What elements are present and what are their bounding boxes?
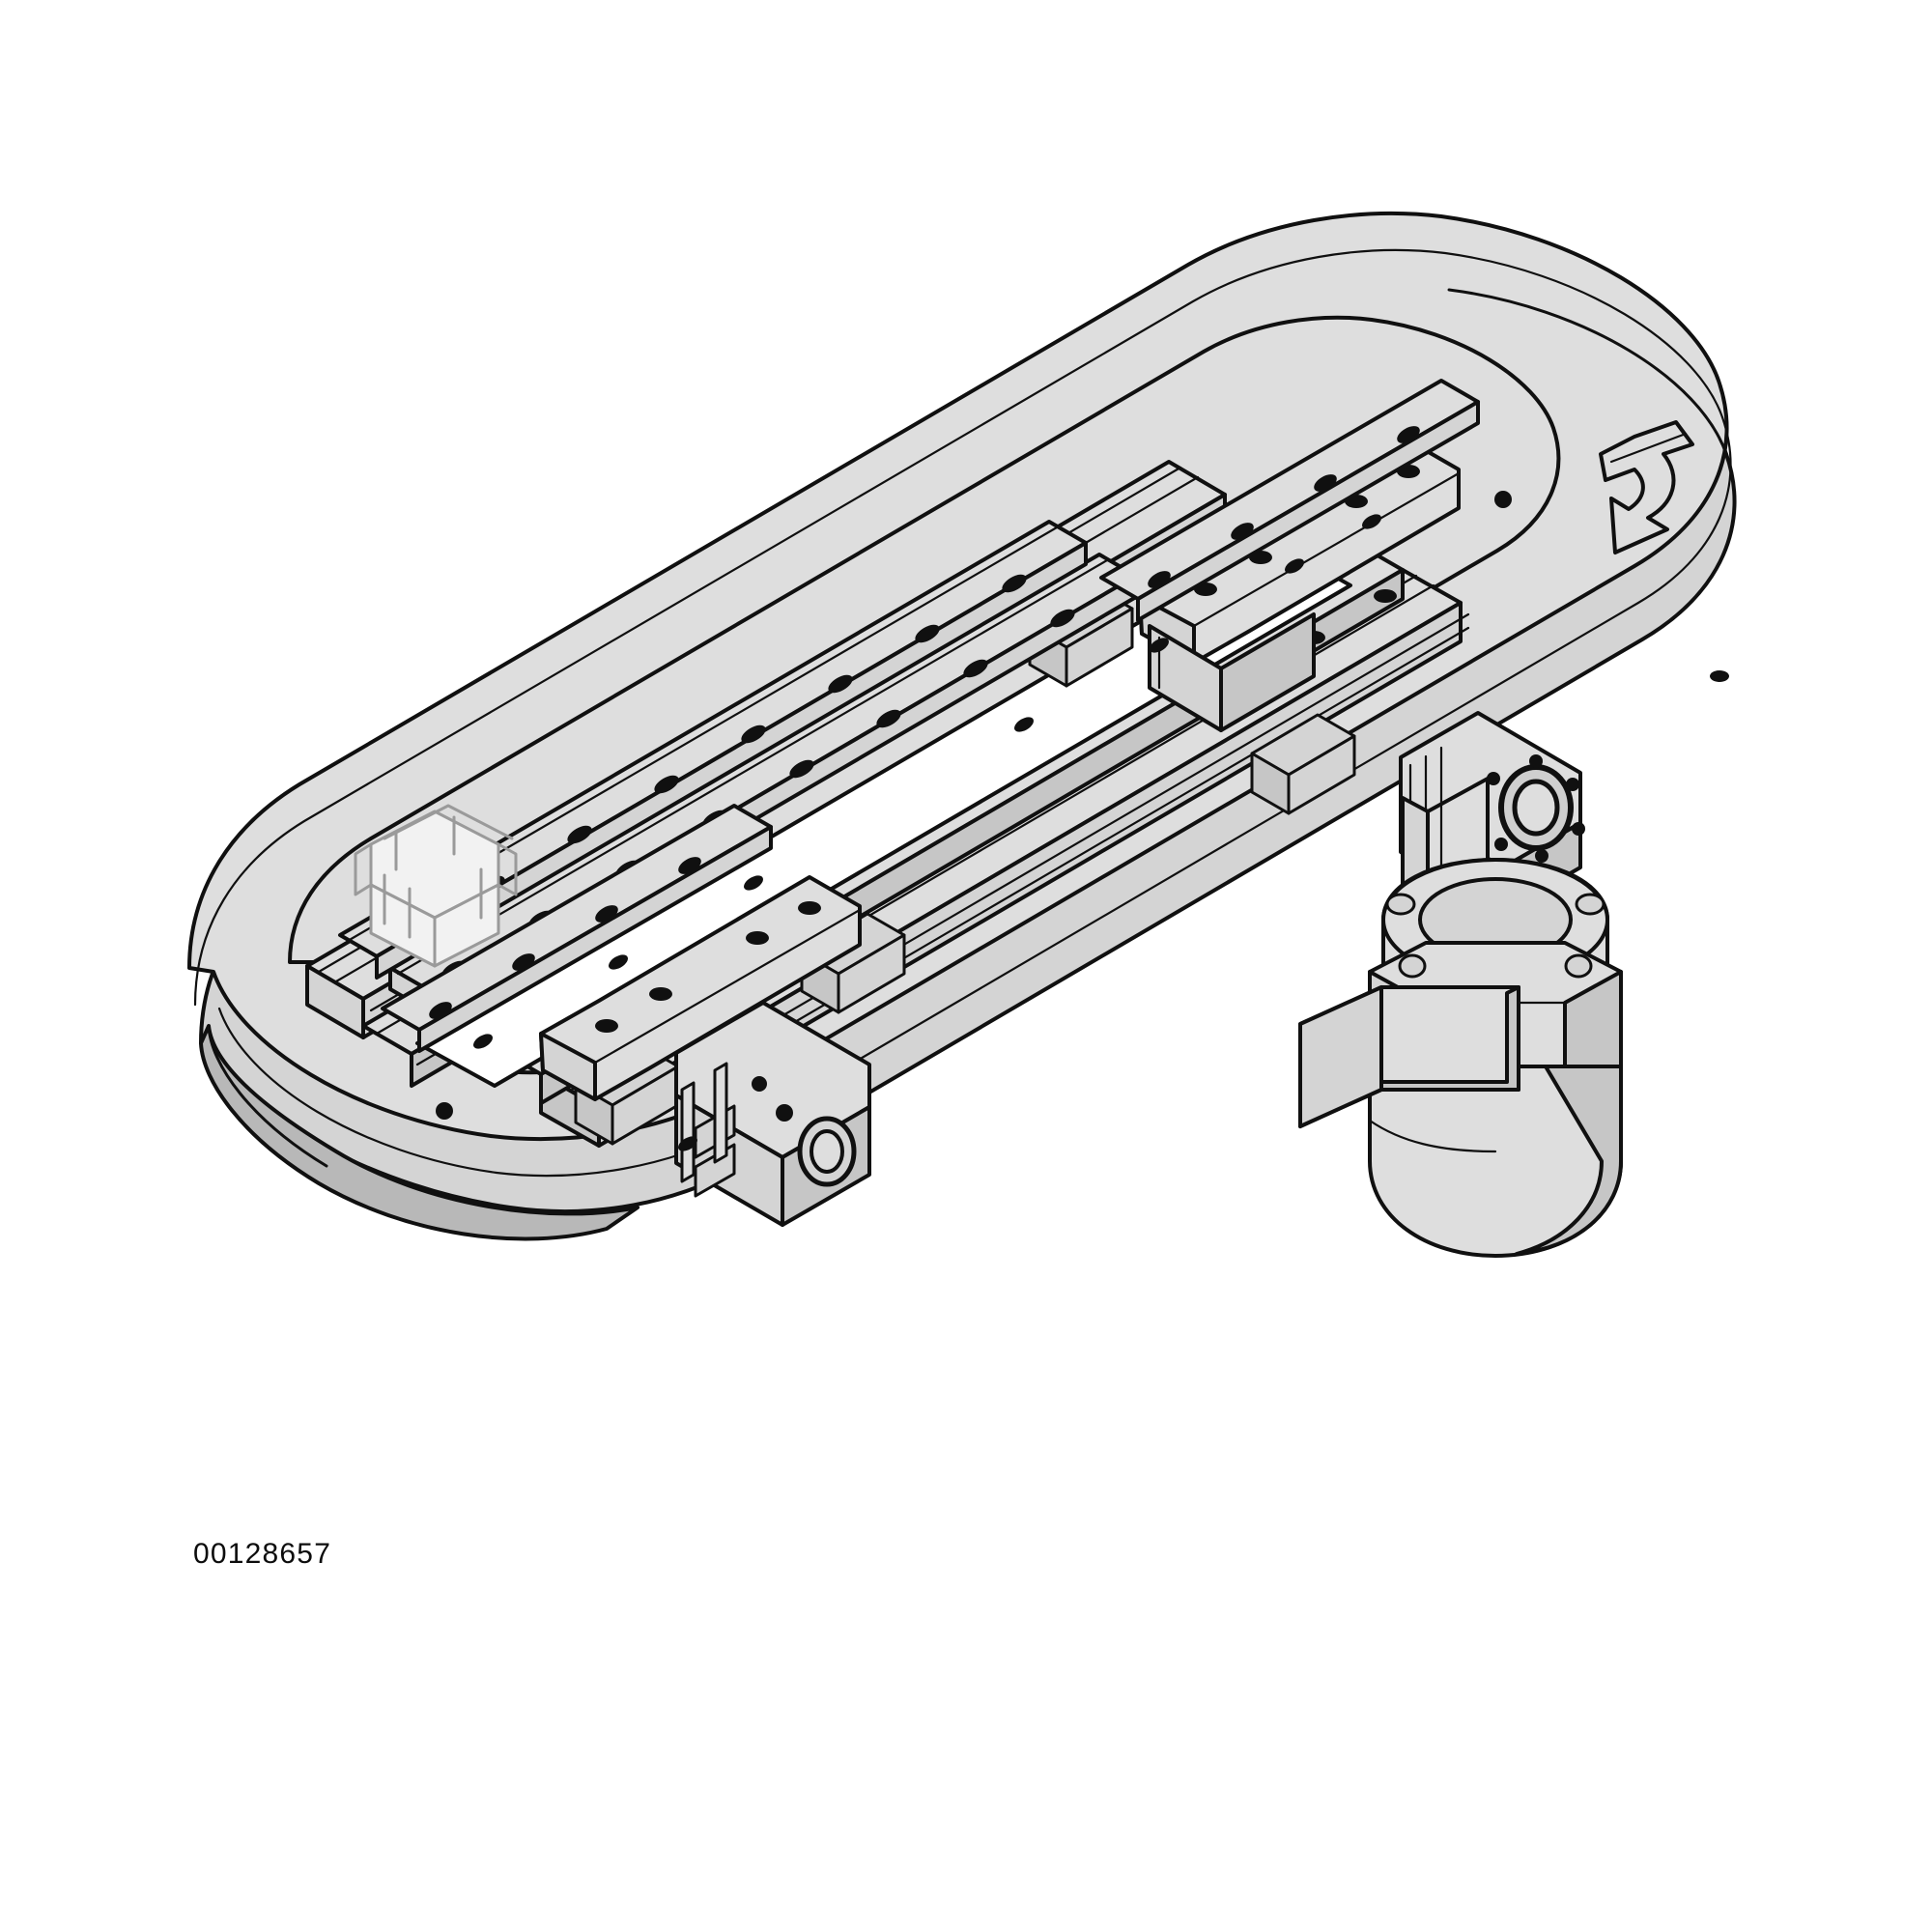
motor-body bbox=[1368, 1065, 1623, 1258]
belt-edge-highlight-inner bbox=[217, 415, 1732, 1178]
pulley-hub-head bbox=[1494, 491, 1512, 508]
cross-brace bbox=[1250, 713, 1356, 815]
support-wall-head bbox=[1148, 612, 1316, 732]
pulley-hub-tail bbox=[436, 1102, 453, 1120]
guide-rail-tail-extension bbox=[381, 804, 773, 1053]
frame-fasteners bbox=[473, 514, 1729, 1151]
belt-edge-lines bbox=[207, 288, 1728, 1168]
belt-edge-highlight-outer bbox=[193, 248, 1724, 1007]
belt-bottom-rim bbox=[199, 1024, 639, 1241]
connector-box bbox=[354, 804, 518, 968]
direction-arrow bbox=[1599, 420, 1694, 554]
mount-plate-tail bbox=[539, 875, 862, 1101]
guide-rail-head-extension bbox=[1099, 379, 1480, 622]
drawing-caption: 00128657 bbox=[193, 1538, 332, 1570]
tension-station bbox=[674, 1001, 871, 1227]
terminal-box bbox=[1298, 985, 1520, 1128]
guide-rail-upper-near bbox=[338, 520, 1088, 980]
